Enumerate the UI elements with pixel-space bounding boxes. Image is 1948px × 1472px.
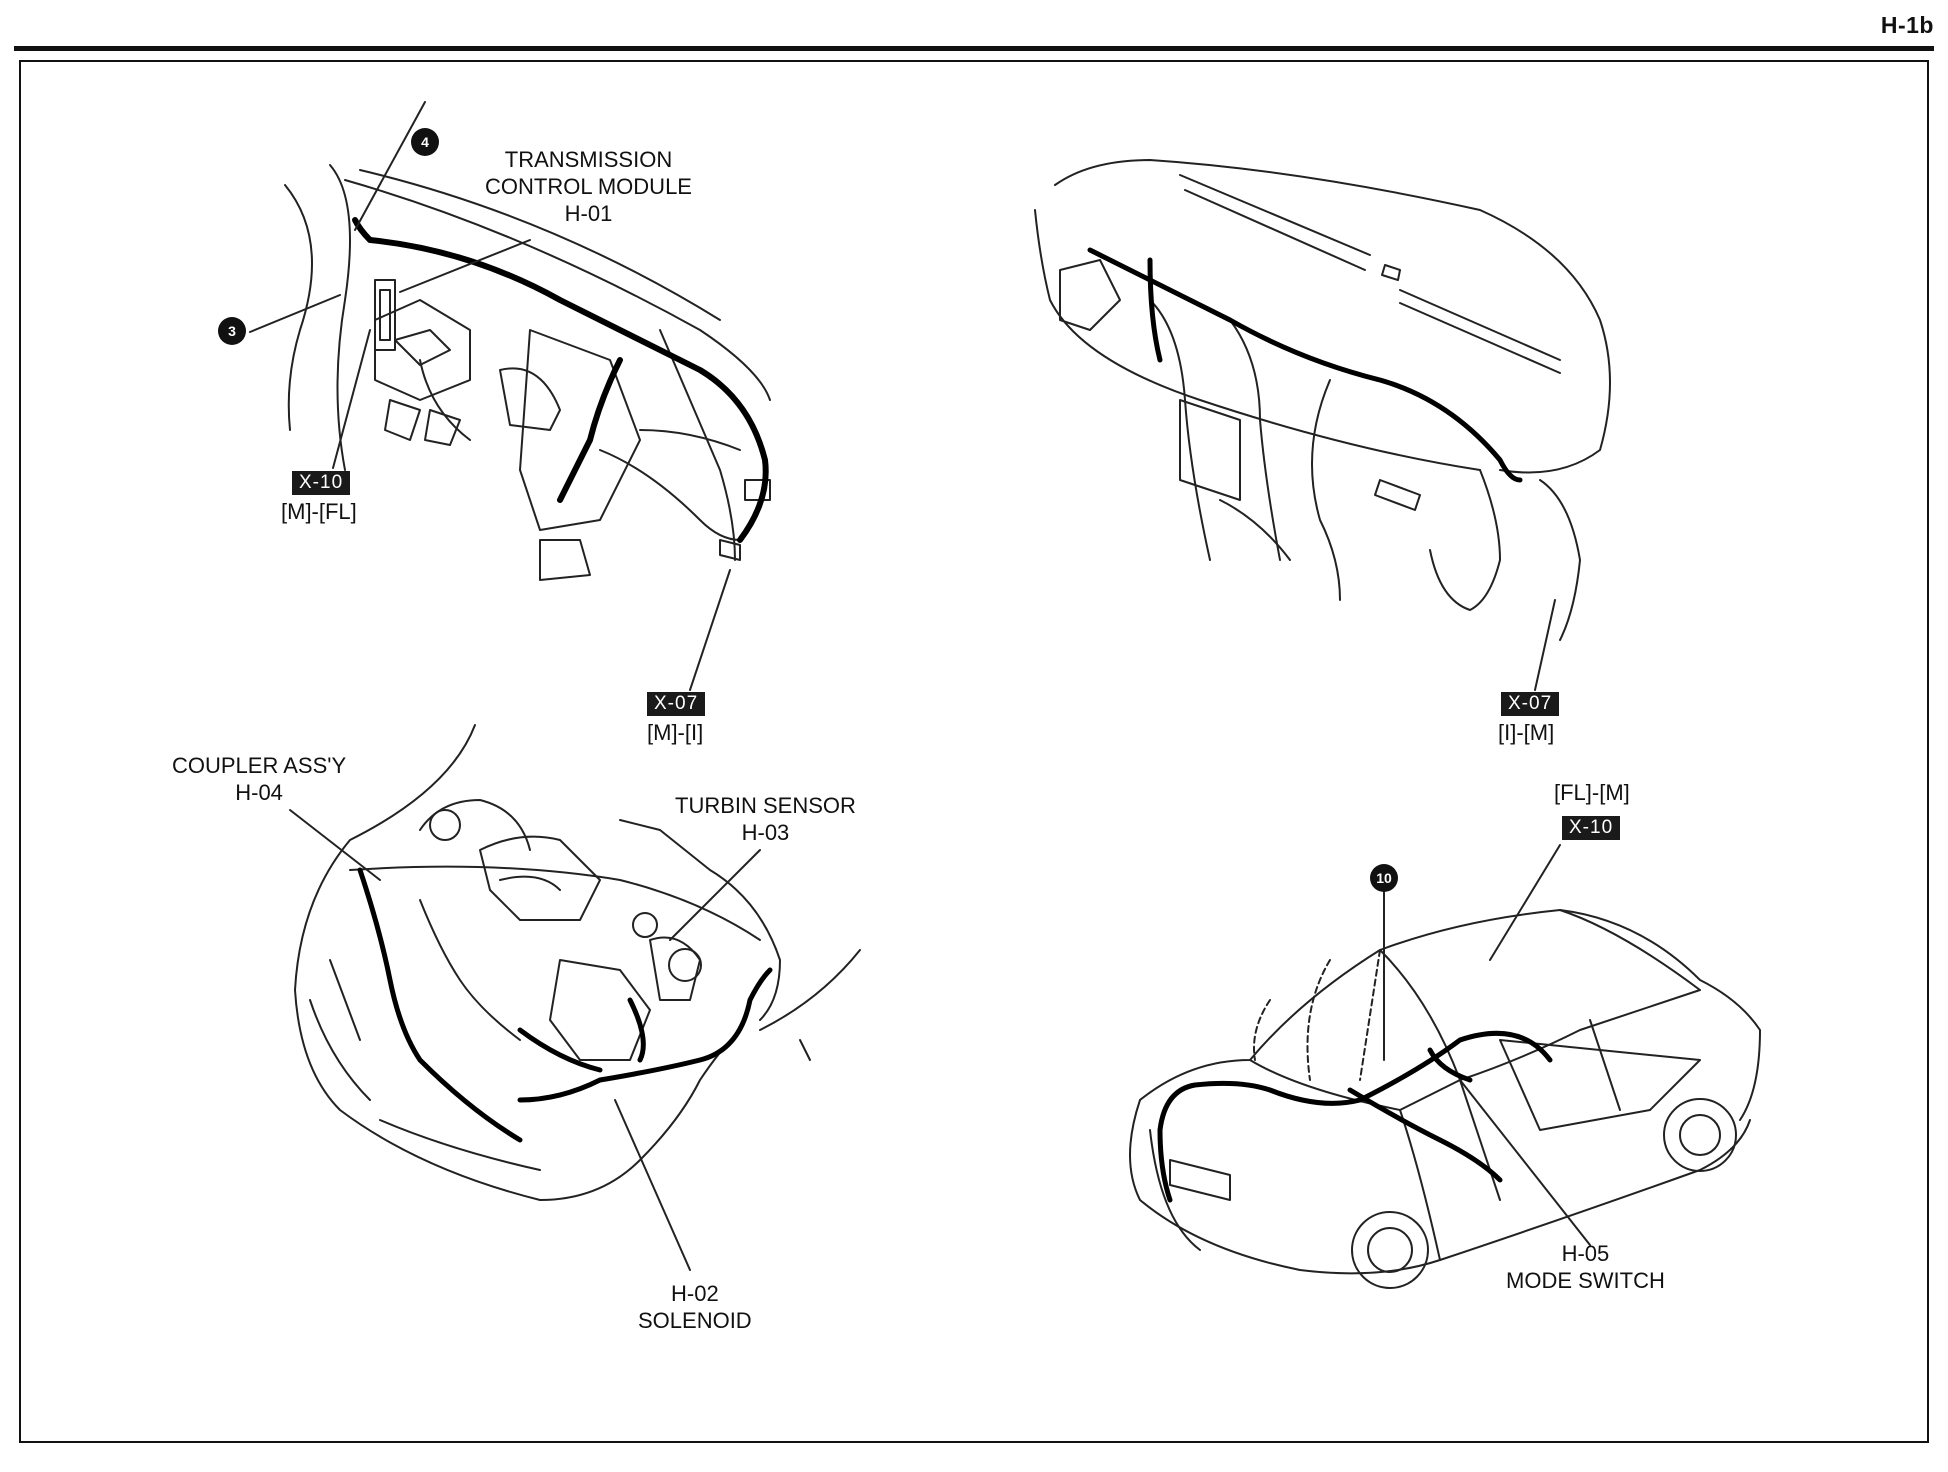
turbin-label-line-2: H-03: [741, 820, 790, 845]
tcm-label-line-1: TRANSMISSION: [504, 147, 673, 172]
x07-tag-left: X-07: [647, 692, 706, 716]
tcm-label-line-2: CONTROL MODULE: [485, 174, 692, 199]
header-rule: [14, 46, 1934, 51]
mode-switch-label-line-1: H-05: [1561, 1241, 1610, 1266]
dashboard-right-drawing: [1034, 159, 1611, 641]
solenoid-label: H-02 SOLENOID: [638, 1280, 752, 1334]
vehicle-drawing: [1129, 909, 1761, 1289]
mode-switch-label: H-05 MODE SWITCH: [1506, 1240, 1665, 1294]
coupler-label-line-1: COUPLER ASS'Y: [172, 753, 347, 778]
turbin-label-line-1: TURBIN SENSOR: [675, 793, 856, 818]
x10-pins-left: [M]-[FL]: [281, 499, 357, 524]
x07-pins-right: [I]-[M]: [1498, 720, 1555, 745]
solenoid-label-line-1: H-02: [671, 1281, 719, 1306]
callout-marker-10: 10: [1370, 864, 1398, 892]
solenoid-label-line-2: SOLENOID: [638, 1308, 752, 1333]
x07-tag-right: X-07: [1501, 692, 1560, 716]
x10-tag-left: X-10: [292, 471, 351, 495]
engine-bay-drawing: [294, 724, 861, 1201]
coupler-label: COUPLER ASS'Y H-04: [172, 752, 346, 806]
callout-marker-3: 3: [218, 317, 246, 345]
tcm-label: TRANSMISSION CONTROL MODULE H-01: [485, 146, 692, 227]
diagram-frame: [19, 60, 1929, 1443]
turbin-sensor-label: TURBIN SENSOR H-03: [675, 792, 856, 846]
dashboard-left-drawing: [284, 164, 771, 581]
x10-pins-right: [FL]-[M]: [1554, 780, 1630, 805]
callout-marker-4: 4: [411, 128, 439, 156]
tcm-label-line-3: H-01: [564, 201, 613, 226]
page-code: H-1b: [1880, 12, 1934, 38]
x07-pins-left: [M]-[I]: [647, 720, 704, 745]
coupler-label-line-2: H-04: [235, 780, 283, 805]
mode-switch-label-line-2: MODE SWITCH: [1506, 1268, 1665, 1293]
x10-tag-right: X-10: [1562, 816, 1621, 840]
